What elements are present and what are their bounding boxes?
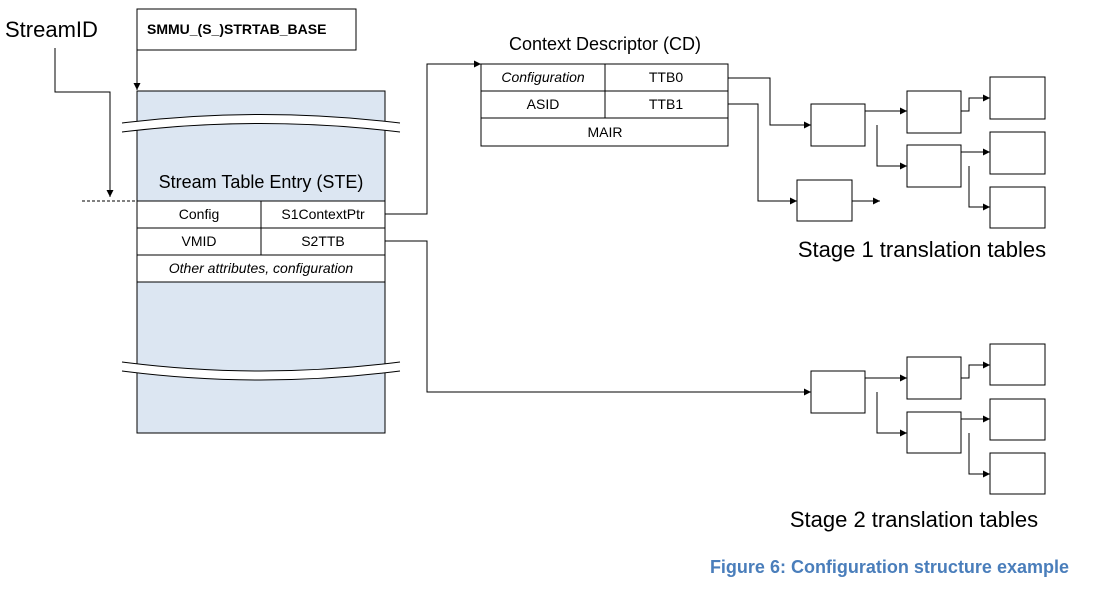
stage2-label: Stage 2 translation tables <box>790 507 1038 532</box>
stage2-translation-tables <box>810 343 1046 495</box>
stage1-translation-tables <box>796 76 1046 229</box>
cd-mair: MAIR <box>588 124 623 140</box>
stream-id-arrow <box>54 48 114 197</box>
cd-configuration: Configuration <box>501 69 584 85</box>
ste-s2ttb: S2TTB <box>301 233 345 249</box>
stream-id-label: StreamID <box>5 17 98 42</box>
ste-config: Config <box>179 206 219 222</box>
ste-fields <box>136 200 386 283</box>
cd-asid: ASID <box>527 96 560 112</box>
s2ttb-arrow <box>385 240 811 396</box>
cd-title: Context Descriptor (CD) <box>509 34 701 54</box>
strtab-base-register <box>136 8 357 51</box>
ttb0-arrow <box>728 77 811 129</box>
ste-other-attributes: Other attributes, configuration <box>169 260 354 276</box>
strtab-base-label: SMMU_(S_)STRTAB_BASE <box>147 21 326 37</box>
ste-title: Stream Table Entry (STE) <box>159 172 364 192</box>
cd-fields <box>480 63 729 147</box>
ste-s1-context-ptr: S1ContextPtr <box>281 206 365 222</box>
figure-caption: Figure 6: Configuration structure exampl… <box>710 557 1069 577</box>
stage1-label: Stage 1 translation tables <box>798 237 1046 262</box>
cd-ttb1: TTB1 <box>649 96 683 112</box>
cd-ttb0: TTB0 <box>649 69 683 85</box>
s1-context-ptr-arrow <box>385 60 481 215</box>
ttb1-arrow <box>728 103 797 205</box>
ste-vmid: VMID <box>182 233 217 249</box>
